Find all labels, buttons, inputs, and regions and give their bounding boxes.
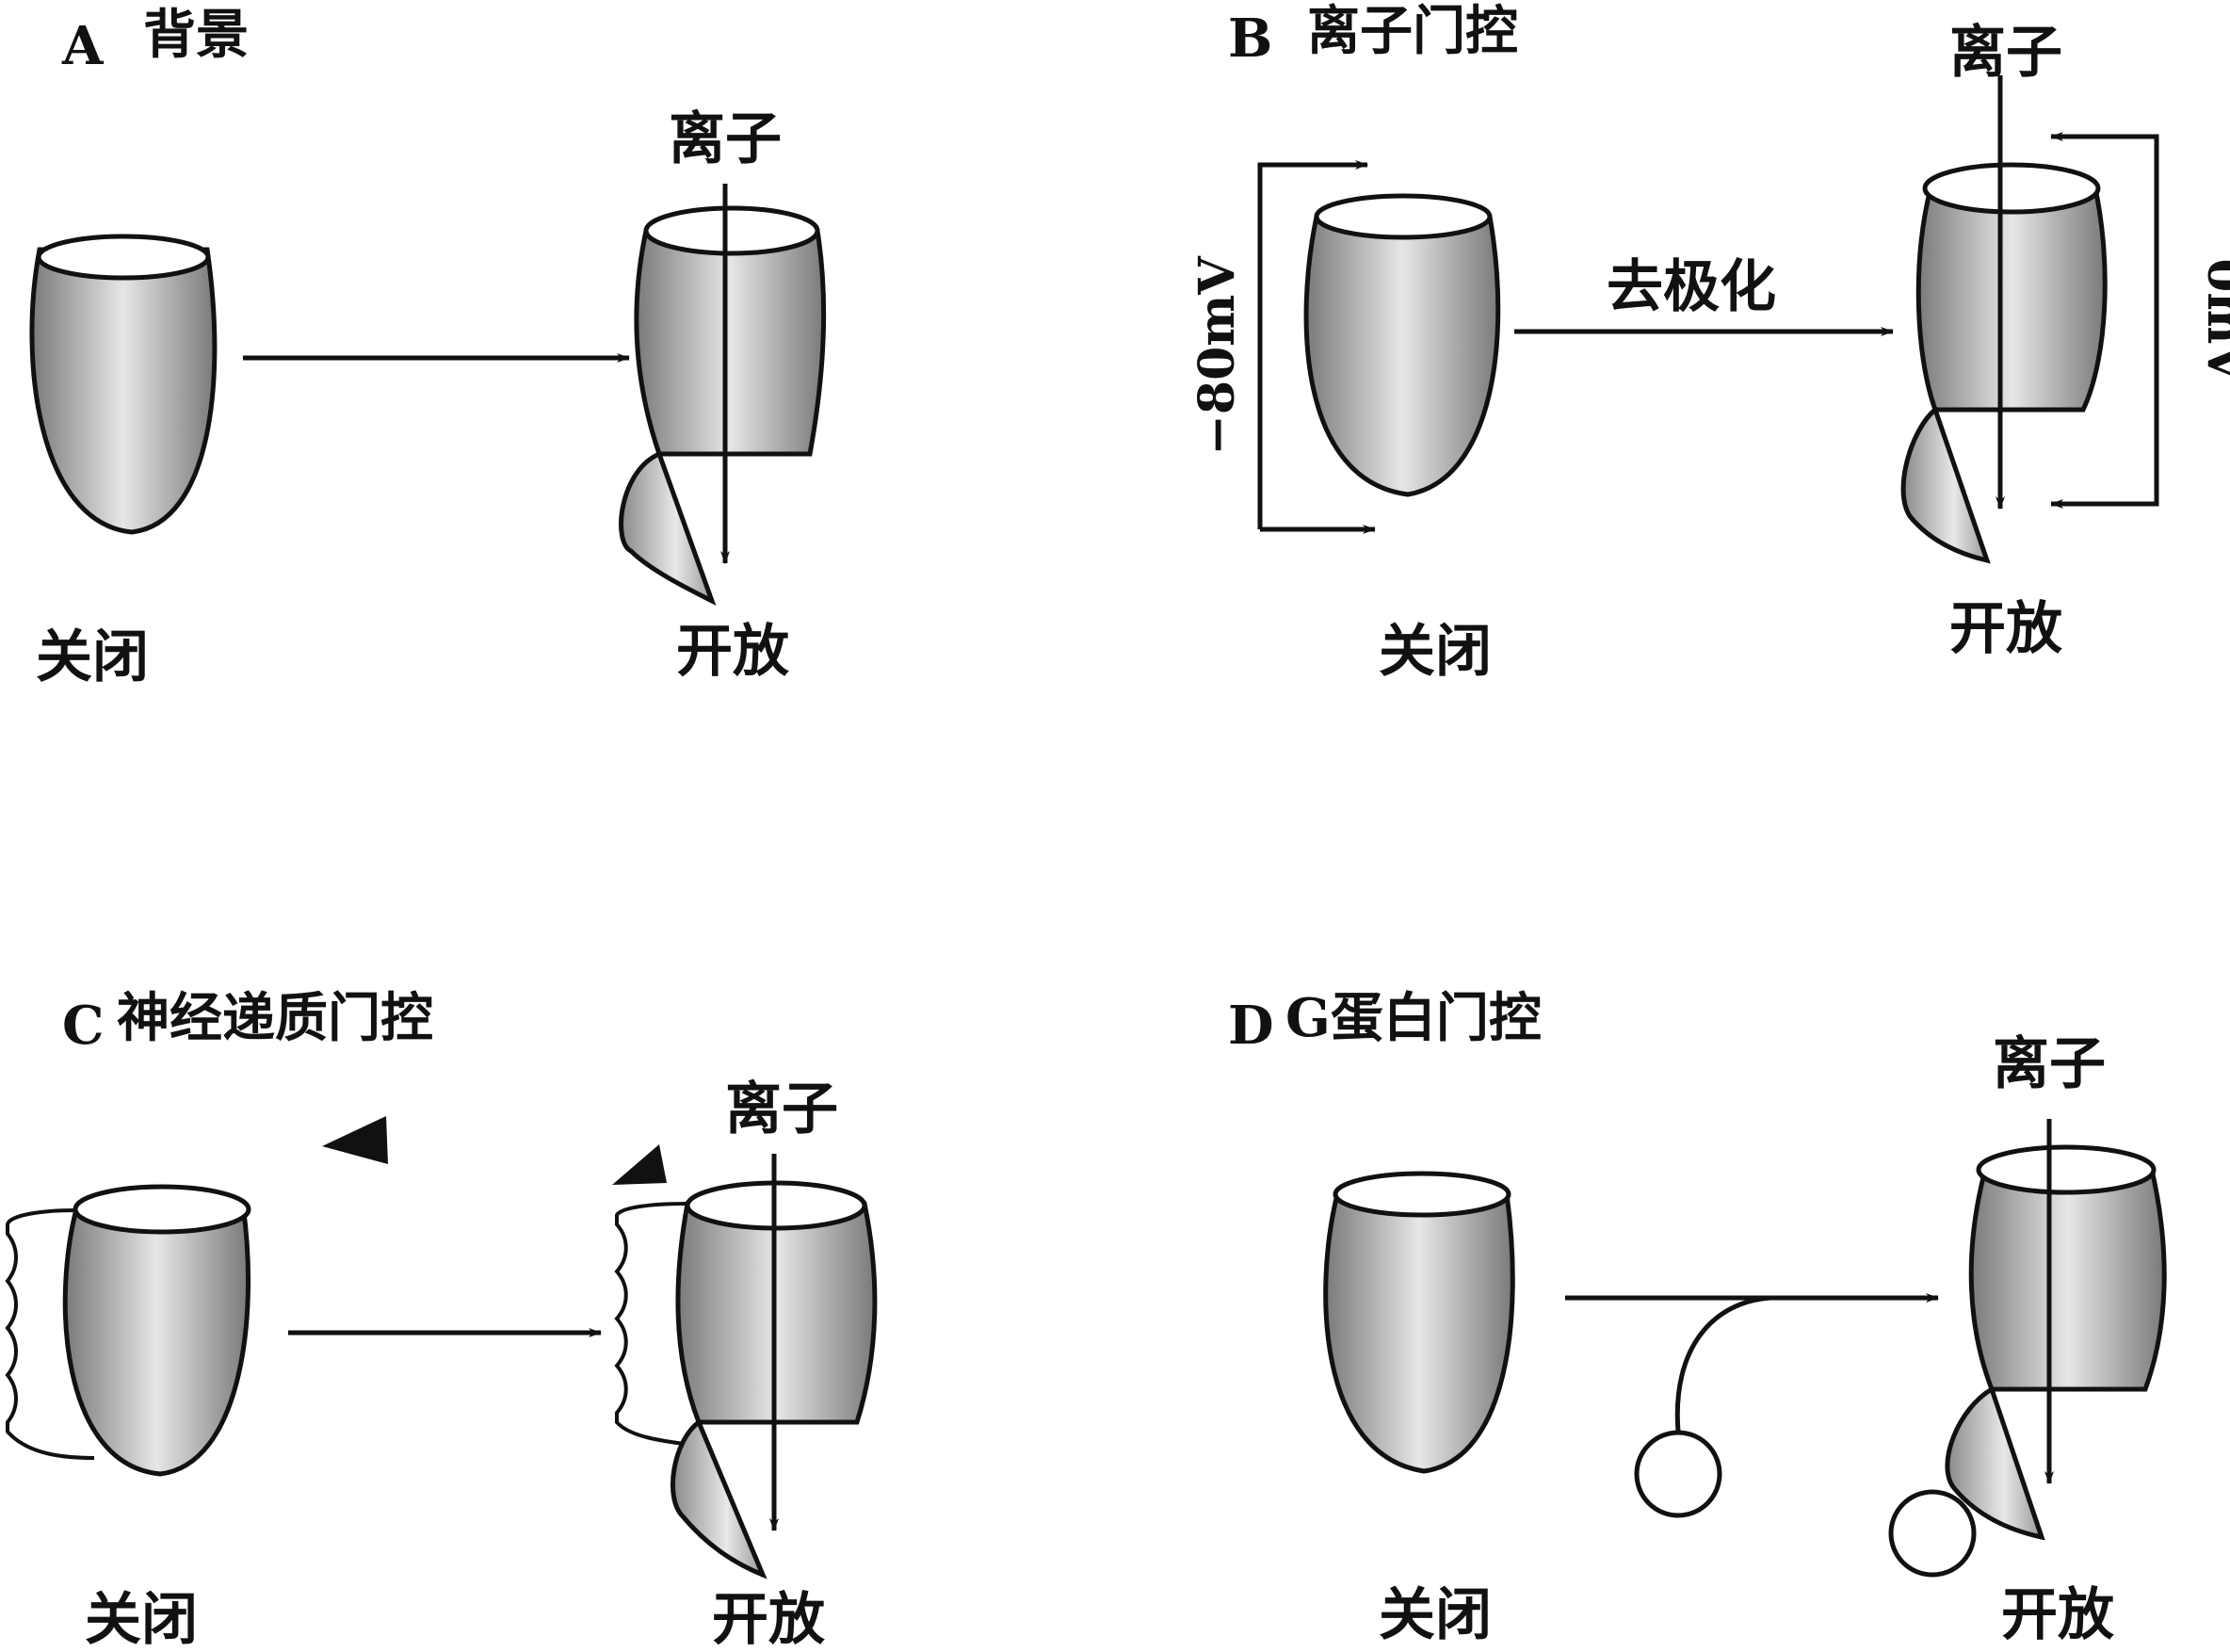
panel-d: D G蛋白门控 离子 关闭 开放	[1228, 987, 2167, 1648]
gate-lid	[1900, 405, 1991, 564]
closed-channel	[1303, 193, 1501, 497]
closed-label: 关闭	[1379, 619, 1492, 685]
open-channel	[1900, 162, 2108, 564]
closed-channel	[1323, 1171, 1515, 1474]
panel-b: B 离子门控 −80mV 去极化 离子 0mV 关闭 开放	[1188, 0, 2230, 685]
gate-lid	[671, 1418, 768, 1579]
panel-d-title: G蛋白门控	[1285, 987, 1542, 1049]
panel-d-letter: D	[1228, 995, 1274, 1057]
depolarization-label: 去极化	[1607, 254, 1776, 320]
closed-channel	[5, 1184, 251, 1477]
g-protein-icon	[1634, 1430, 1722, 1518]
neurotransmitter-icon	[322, 1116, 388, 1164]
panel-a-title: 背景	[143, 4, 249, 66]
g-protein-link	[1674, 1295, 1771, 1433]
gate-lid	[619, 450, 717, 607]
panel-c-title: 神经递质门控	[117, 987, 433, 1049]
panel-c: C 神经递质门控 离子 关闭 开放	[5, 987, 878, 1652]
panel-b-letter: B	[1228, 8, 1272, 70]
ion-label: 离子	[1949, 20, 2062, 86]
panel-a: A 背景 离子 关闭 开放	[29, 4, 827, 690]
open-label: 开放	[676, 619, 789, 685]
gate-lid	[1945, 1385, 2045, 1541]
panel-c-letter: C	[62, 995, 105, 1057]
open-voltage-label: 0mV	[2196, 258, 2230, 383]
closed-label: 关闭	[1379, 1582, 1492, 1648]
ion-label: 离子	[1993, 1031, 2106, 1097]
voltage-bracket-rest	[1257, 160, 1368, 529]
open-label: 开放	[2001, 1582, 2114, 1648]
ion-label: 离子	[669, 106, 782, 172]
voltage-bracket-open	[2051, 134, 2159, 507]
closed-label: 关闭	[36, 624, 149, 690]
open-label: 开放	[1949, 596, 2062, 662]
receptor-loop	[614, 1202, 700, 1448]
g-protein-icon	[1888, 1489, 1977, 1578]
panel-a-letter: A	[61, 15, 105, 77]
panel-b-title: 离子门控	[1307, 0, 1518, 62]
open-channel	[614, 1180, 878, 1579]
closed-label: 关闭	[85, 1587, 198, 1652]
open-channel	[1945, 1144, 2167, 1541]
open-label: 开放	[712, 1587, 825, 1652]
neurotransmitter-icon	[612, 1144, 667, 1185]
receptor-loop	[5, 1208, 95, 1460]
ion-label: 离子	[725, 1077, 838, 1142]
open-channel	[619, 205, 827, 607]
closed-channel	[29, 234, 218, 535]
rest-voltage-label: −80mV	[1188, 255, 1246, 456]
